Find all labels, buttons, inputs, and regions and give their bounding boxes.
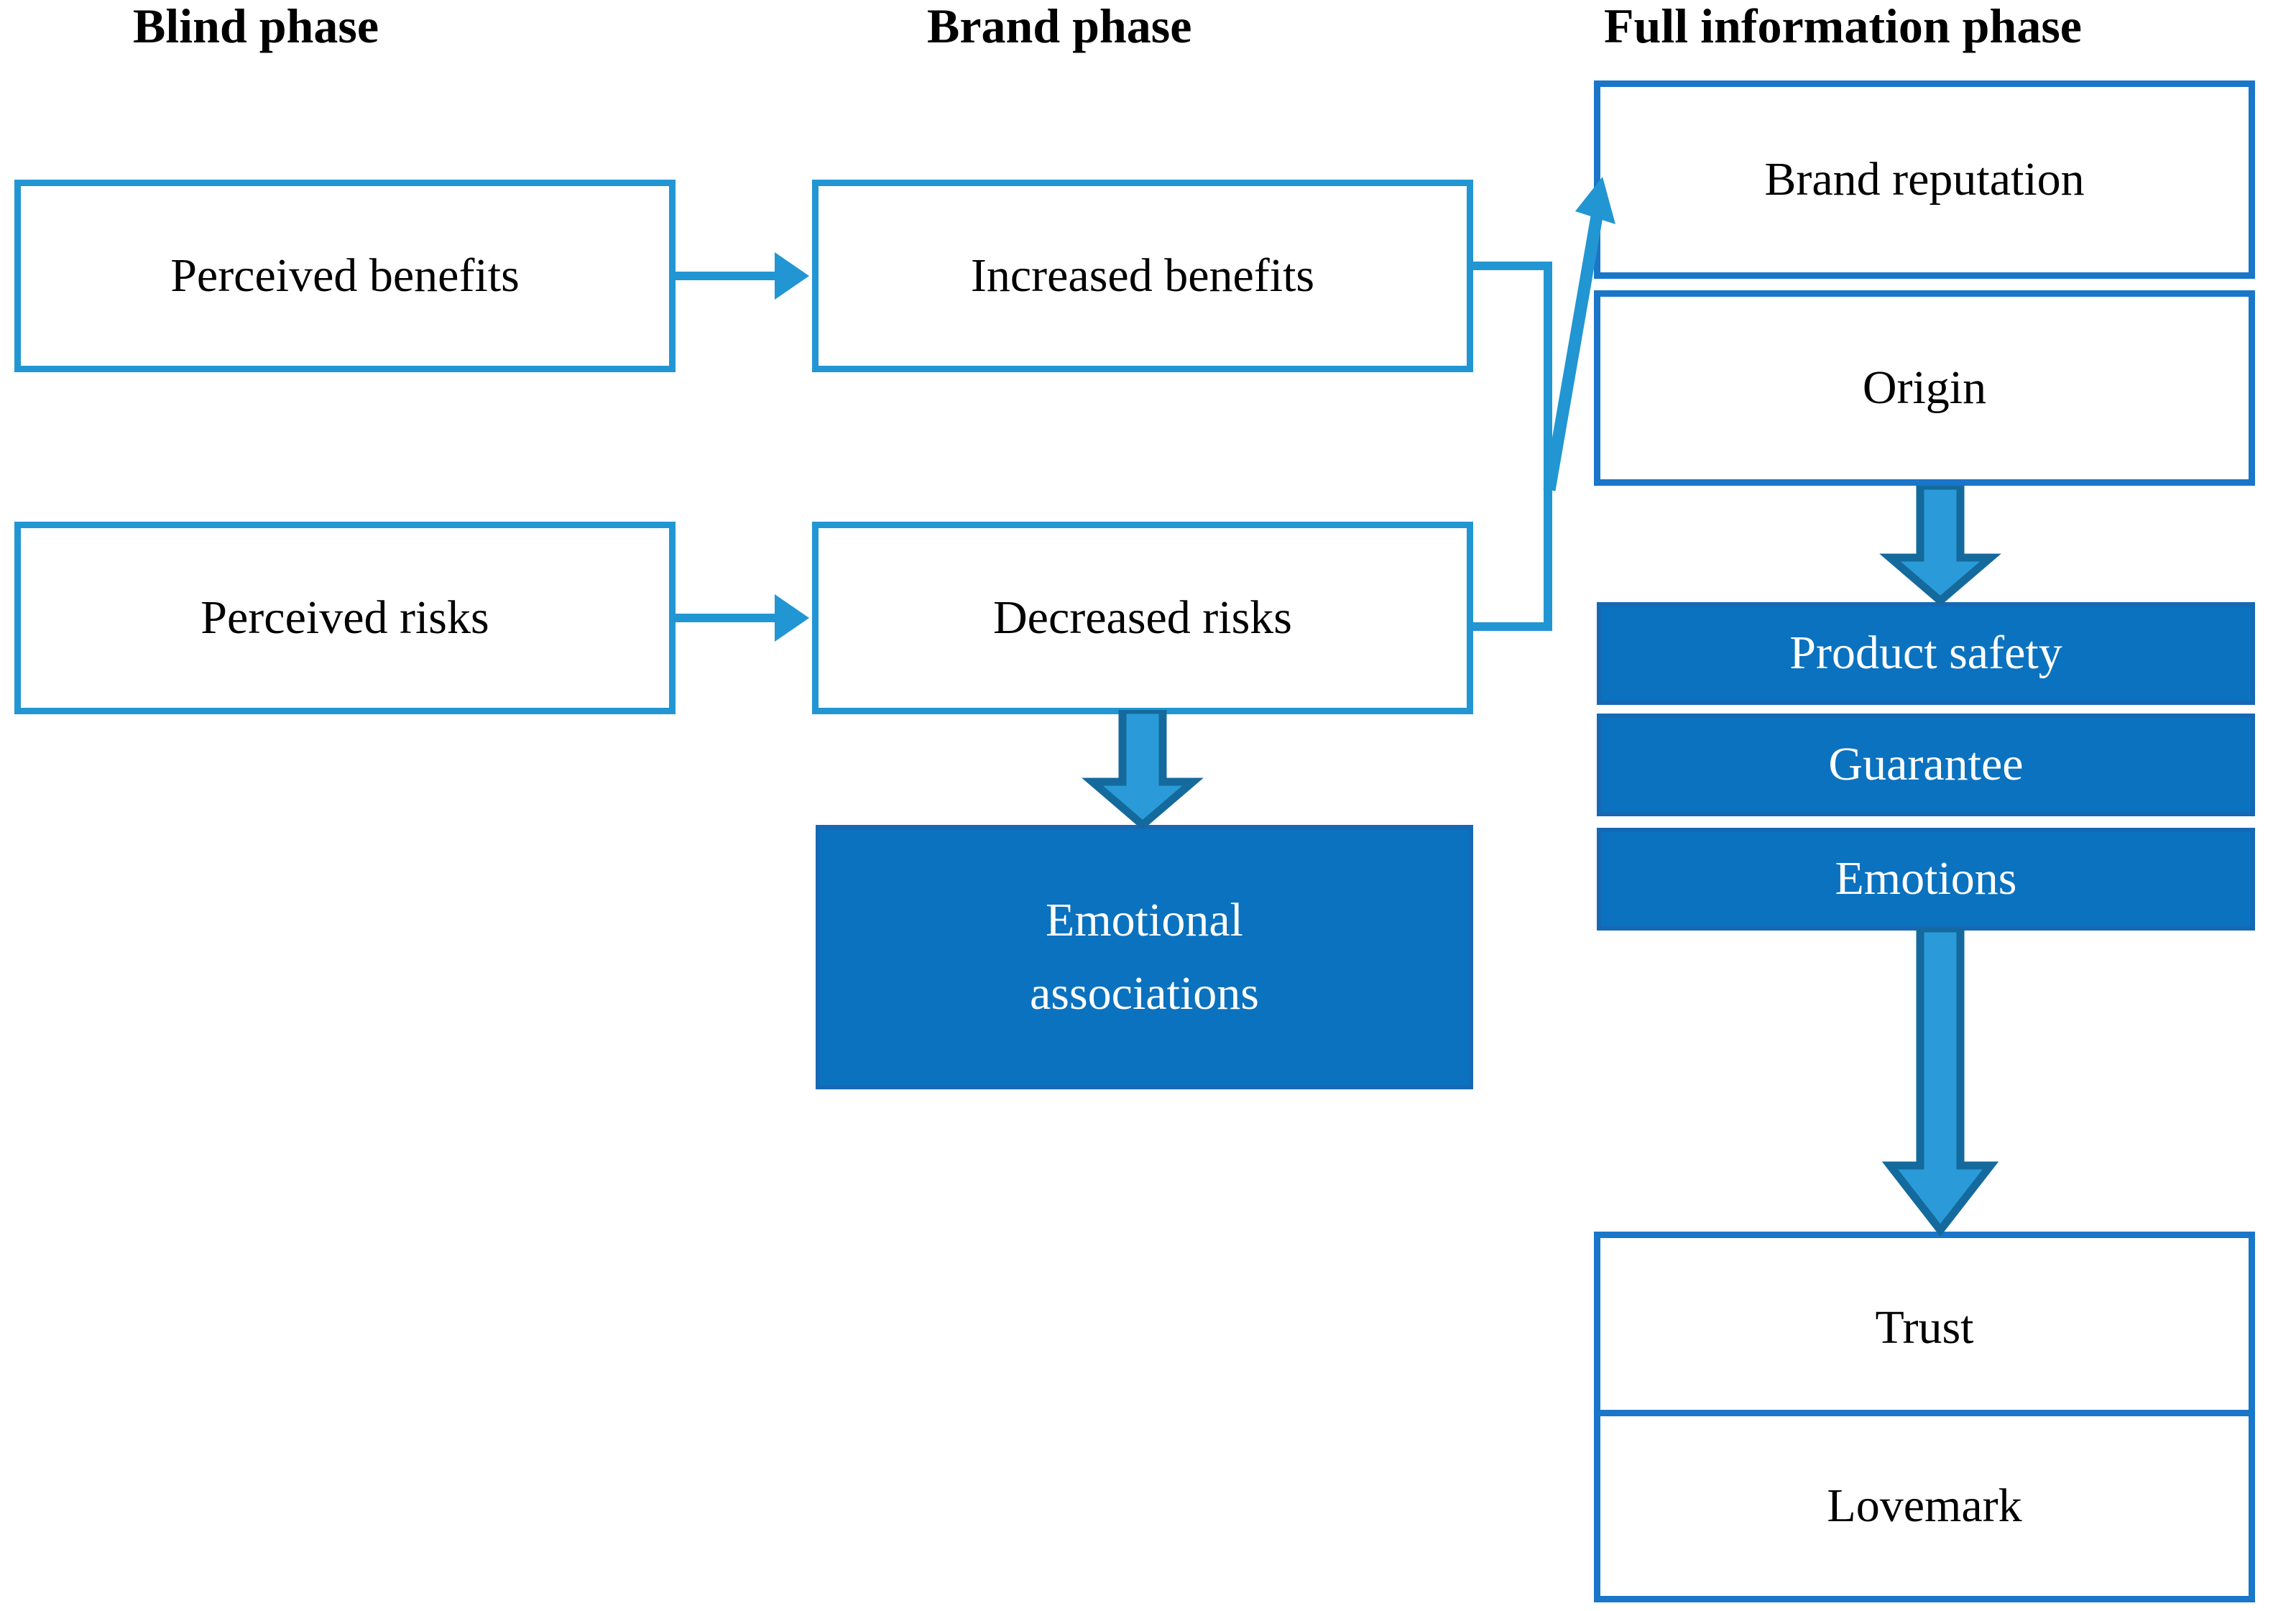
node-label-emotions: Emotions bbox=[1835, 852, 2017, 905]
node-label-perceived-risks: Perceived risks bbox=[200, 591, 489, 644]
connector-elbow-top-segment bbox=[1470, 262, 1552, 270]
connector-elbow-vertical-segment bbox=[1544, 262, 1552, 631]
block-arrow-down-to-emotional-associations-icon bbox=[1078, 710, 1207, 828]
block-arrow-down-to-trust-icon bbox=[1876, 928, 2005, 1239]
block-arrow-down-to-product-safety-icon bbox=[1876, 486, 2005, 604]
connector-line-risks bbox=[676, 614, 776, 622]
node-increased-benefits[interactable]: Increased benefits bbox=[812, 180, 1473, 372]
node-label-decreased-risks: Decreased risks bbox=[993, 591, 1292, 644]
node-origin[interactable]: Origin bbox=[1594, 290, 2255, 486]
diagonal-arrow-to-brand-reputation-icon bbox=[1531, 158, 1624, 496]
node-label-trust: Trust bbox=[1875, 1301, 1974, 1354]
node-label-emotional-associations-line2: associations bbox=[1030, 967, 1259, 1020]
node-label-perceived-benefits: Perceived benefits bbox=[170, 249, 520, 302]
node-brand-reputation[interactable]: Brand reputation bbox=[1594, 80, 2255, 279]
node-perceived-benefits[interactable]: Perceived benefits bbox=[14, 180, 676, 372]
heading-blind-phase: Blind phase bbox=[133, 0, 379, 53]
node-emotional-associations[interactable]: Emotional associations bbox=[816, 825, 1473, 1089]
node-label-brand-reputation: Brand reputation bbox=[1764, 152, 2085, 206]
node-label-origin: Origin bbox=[1862, 361, 1987, 414]
arrowhead-benefits-icon bbox=[775, 252, 809, 300]
node-label-emotional-associations-line1: Emotional bbox=[1046, 893, 1243, 946]
node-label-guarantee: Guarantee bbox=[1828, 738, 2024, 791]
connector-line-benefits bbox=[676, 272, 776, 280]
node-label-increased-benefits: Increased benefits bbox=[970, 249, 1315, 302]
node-perceived-risks[interactable]: Perceived risks bbox=[14, 522, 676, 714]
node-decreased-risks[interactable]: Decreased risks bbox=[812, 522, 1473, 714]
node-lovemark[interactable]: Lovemark bbox=[1594, 1410, 2255, 1602]
connector-elbow-bottom-segment bbox=[1470, 622, 1552, 631]
node-label-product-safety: Product safety bbox=[1789, 627, 2062, 680]
node-label-lovemark: Lovemark bbox=[1827, 1479, 2022, 1532]
node-trust[interactable]: Trust bbox=[1594, 1232, 2255, 1424]
heading-brand-phase: Brand phase bbox=[927, 0, 1192, 53]
node-guarantee[interactable]: Guarantee bbox=[1597, 714, 2255, 816]
heading-full-information-phase: Full information phase bbox=[1604, 0, 2082, 53]
arrowhead-risks-icon bbox=[775, 594, 809, 642]
node-emotions[interactable]: Emotions bbox=[1597, 828, 2255, 931]
node-product-safety[interactable]: Product safety bbox=[1597, 602, 2255, 705]
